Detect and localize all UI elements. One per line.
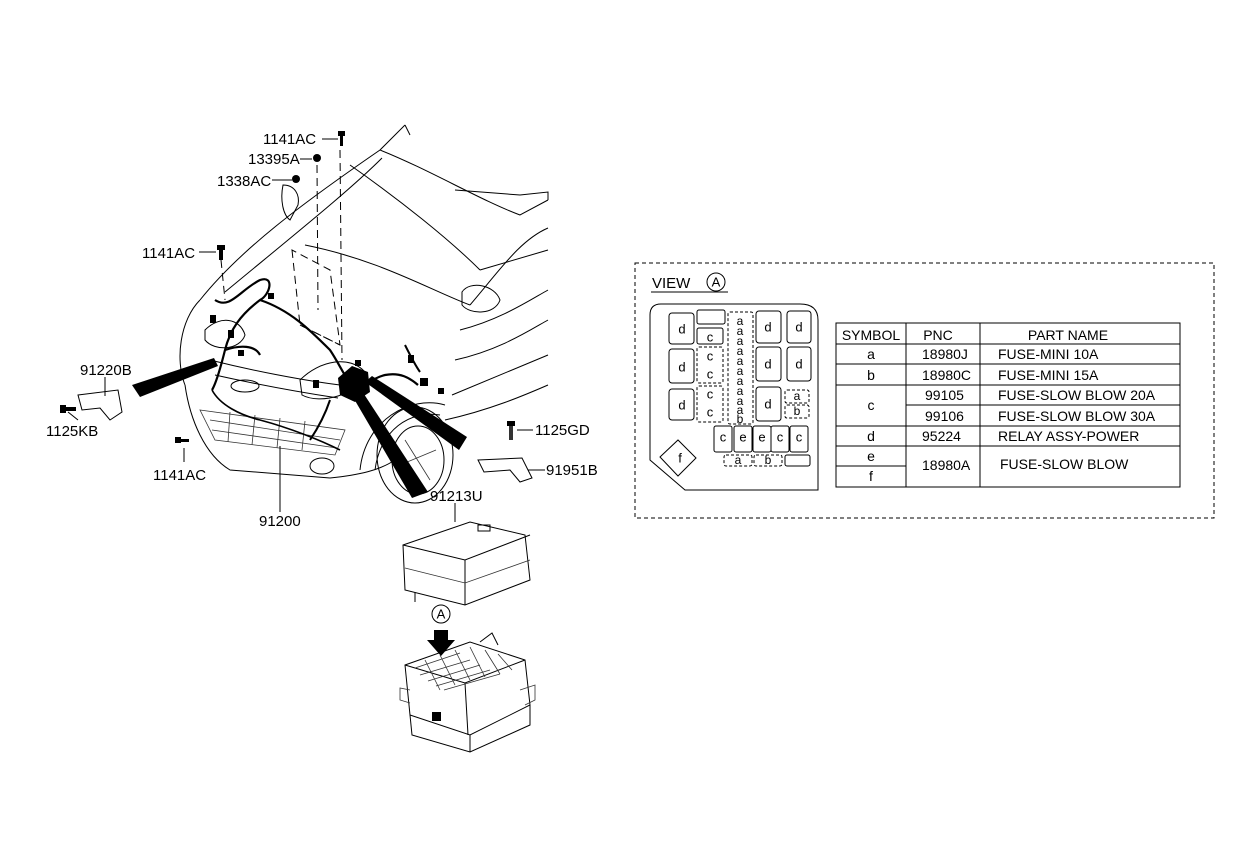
fuse-f: f xyxy=(678,451,682,466)
fuse-a: a xyxy=(737,334,744,348)
bolt-icon xyxy=(338,131,345,146)
nut-icon xyxy=(313,154,321,162)
fuse-a: a xyxy=(737,374,744,388)
fuse-c: c xyxy=(720,430,727,445)
fuse-a: a xyxy=(737,354,744,368)
bracket-icon xyxy=(77,389,123,421)
fuse-d: d xyxy=(678,398,685,413)
clip-icon xyxy=(292,175,300,183)
fuse-c: c xyxy=(777,430,784,445)
view-a-callout xyxy=(427,604,455,656)
table-header-part-name: PART NAME xyxy=(1028,327,1108,343)
table-cell-pnc: 18980A xyxy=(922,457,971,473)
label-91220b: 91220B xyxy=(80,362,132,379)
fuse-b: b xyxy=(765,453,772,467)
fuse-a: a xyxy=(735,453,742,467)
table-cell-pnc: 99105 xyxy=(925,387,964,403)
bolt-icon xyxy=(217,245,225,260)
car-illustration xyxy=(60,124,549,522)
fuse-d: d xyxy=(678,322,685,337)
label-1338ac: 1338AC xyxy=(217,173,271,190)
label-1141ac-left: 1141AC xyxy=(142,245,195,262)
label-91213u: 91213U xyxy=(430,488,483,505)
fuse-c: c xyxy=(796,430,803,445)
table-cell-pnc: 95224 xyxy=(922,428,961,444)
label-1141ac-bottom: 1141AC xyxy=(153,467,206,484)
label-1141ac-top: 1141AC xyxy=(263,131,316,148)
fuse-a: a xyxy=(737,384,744,398)
fuse-e: e xyxy=(758,430,765,445)
label-13395a: 13395A xyxy=(248,151,300,168)
table-cell-part-name: FUSE-SLOW BLOW 20A xyxy=(998,387,1156,403)
relay-box-cover xyxy=(402,521,531,606)
table-cell-pnc: 18980J xyxy=(922,346,968,362)
table-cell-part-name: FUSE-MINI 15A xyxy=(998,367,1099,383)
fuse-block-base xyxy=(399,632,536,753)
table-cell-part-name: FUSE-MINI 10A xyxy=(998,346,1099,362)
table-header-pnc: PNC xyxy=(923,327,953,343)
label-91200: 91200 xyxy=(259,513,301,530)
table-cell-symbol: e xyxy=(867,448,875,464)
fuse-a: a xyxy=(794,389,801,403)
table-cell-part-name: FUSE-SLOW BLOW xyxy=(1000,456,1129,472)
parts-table: SYMBOL PNC PART NAME a 18980J FUSE-MINI … xyxy=(835,322,1181,488)
fuse-c: c xyxy=(707,367,714,382)
callout-a-letter: A xyxy=(437,607,446,622)
fuse-a: a xyxy=(737,314,744,328)
label-91951b: 91951B xyxy=(546,462,598,479)
fuse-c: c xyxy=(707,387,714,402)
table-cell-symbol: b xyxy=(867,367,875,383)
fuse-d: d xyxy=(795,357,802,372)
fuse-e: e xyxy=(739,430,746,445)
fuse-d: d xyxy=(795,320,802,335)
table-cell-pnc: 18980C xyxy=(922,367,971,383)
bracket-icon xyxy=(477,457,533,483)
view-circle-letter: A xyxy=(712,275,721,290)
fuse-a: a xyxy=(737,324,744,338)
fuse-c: c xyxy=(707,405,714,420)
table-cell-part-name: RELAY ASSY-POWER xyxy=(998,428,1139,444)
fuse-a: a xyxy=(737,344,744,358)
table-cell-symbol: a xyxy=(867,346,875,362)
view-title: VIEW xyxy=(652,275,691,292)
table-header-symbol: SYMBOL xyxy=(842,327,901,343)
table-cell-symbol: c xyxy=(868,397,875,413)
view-a-panel: VIEW A d d d c c c c c a a a a a a a a a… xyxy=(634,262,1215,519)
fuse-d: d xyxy=(764,357,771,372)
table-cell-symbol: d xyxy=(867,428,875,444)
fuse-d: d xyxy=(764,397,771,412)
fuse-a: a xyxy=(737,403,744,417)
label-1125gd: 1125GD xyxy=(535,422,590,439)
bolt-icon xyxy=(175,437,189,443)
fuse-a: a xyxy=(737,364,744,378)
label-1125kb: 1125KB xyxy=(46,423,98,440)
fuse-a: a xyxy=(737,394,744,408)
fuse-b: b xyxy=(737,412,744,426)
fuse-b: b xyxy=(794,404,801,418)
table-cell-symbol: f xyxy=(869,468,873,484)
screw-icon xyxy=(507,421,515,440)
table-cell-part-name: FUSE-SLOW BLOW 30A xyxy=(998,408,1156,424)
table-cell-pnc: 99106 xyxy=(925,408,964,424)
fuse-c: c xyxy=(707,349,714,364)
fuse-c: c xyxy=(707,330,714,345)
bolt-icon xyxy=(60,405,76,413)
fuse-d: d xyxy=(764,320,771,335)
fuse-d: d xyxy=(678,360,685,375)
